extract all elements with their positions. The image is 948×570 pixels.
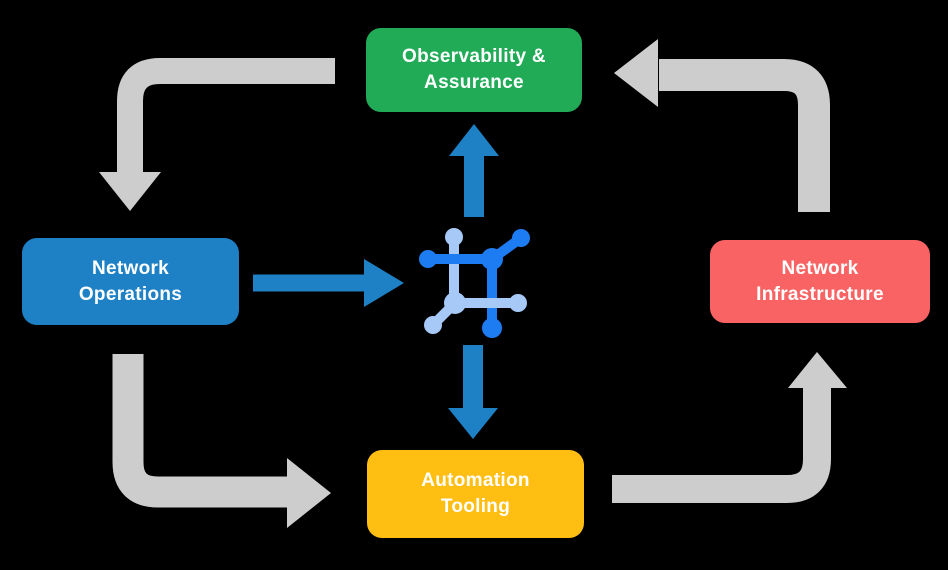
node-infrastructure-label: Network Infrastructure bbox=[756, 257, 884, 305]
arrow-operations-to-core bbox=[253, 259, 404, 307]
arrow-automation-to-infrastructure bbox=[612, 352, 847, 503]
arrow-infrastructure-to-observability bbox=[614, 39, 830, 212]
arrow-operations-to-automation bbox=[112, 354, 331, 528]
network-automation-icon bbox=[419, 228, 530, 338]
node-observability-label: Observability & Assurance bbox=[402, 46, 546, 93]
arrow-observability-to-operations bbox=[99, 58, 335, 211]
arrow-core-to-observability bbox=[449, 124, 499, 217]
node-operations-label: Network Operations bbox=[78, 257, 183, 305]
node-network-infrastructure: Network Infrastructure bbox=[710, 240, 930, 323]
node-observability-assurance: Observability & Assurance bbox=[366, 28, 582, 112]
node-automation-tooling: Automation Tooling bbox=[367, 450, 584, 538]
node-network-operations: Network Operations bbox=[22, 238, 239, 325]
node-automation-label: Automation Tooling bbox=[421, 470, 530, 517]
arrow-core-to-automation bbox=[448, 345, 498, 439]
